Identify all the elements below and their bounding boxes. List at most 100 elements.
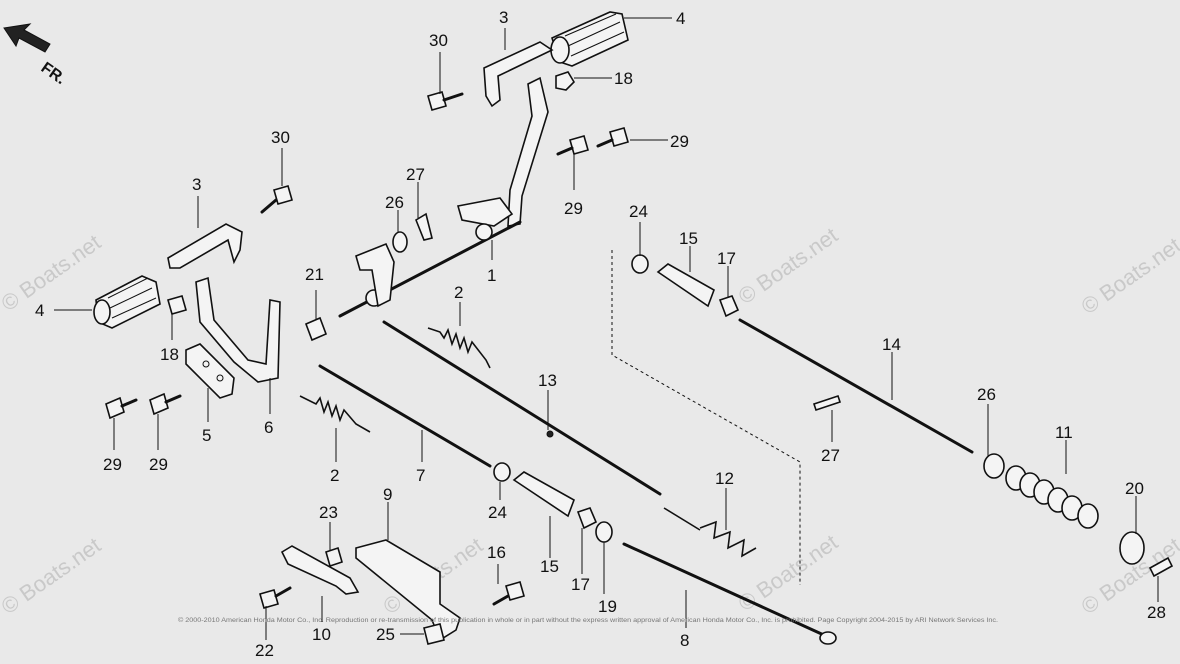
callout-8: 8 (680, 631, 689, 650)
bolt-25 (423, 623, 445, 645)
pin-27-right (812, 394, 842, 412)
callout-30-top: 30 (429, 31, 448, 50)
nut-18-top (555, 71, 576, 91)
callout-29-top: 29 (564, 199, 583, 218)
seal-20 (1119, 531, 1145, 565)
nut-18-left (167, 295, 187, 315)
watermark-bottom-mid: © Boats.net (734, 529, 843, 616)
callout-26-left: 26 (385, 193, 404, 212)
front-direction-label: FR. (38, 59, 69, 88)
bushing-21 (304, 316, 328, 342)
watermark-center: © Boats.net (734, 222, 843, 309)
rod-13 (382, 320, 662, 496)
callout-19: 19 (598, 597, 617, 616)
collar-24-lower (493, 462, 511, 482)
leader-lines (54, 17, 1159, 640)
callout-22: 22 (255, 641, 274, 660)
pedal-rubber-top (550, 11, 629, 67)
rod-8 (622, 542, 828, 638)
callout-27-right: 27 (821, 446, 840, 465)
callout-3-left: 3 (192, 175, 201, 194)
bolt-29-left-b (149, 392, 182, 416)
bolt-30-left (260, 185, 293, 214)
callout-29-left-b: 29 (149, 455, 168, 474)
pin-28 (1148, 556, 1174, 578)
bolt-30-top (427, 91, 464, 111)
callout-16: 16 (487, 543, 506, 562)
callout-23: 23 (319, 503, 338, 522)
pedal-bracket-base (456, 197, 514, 227)
nut-17-lower (576, 507, 598, 530)
rod-14 (738, 318, 974, 454)
washer-26 (392, 231, 408, 253)
callout-17-upper: 17 (717, 249, 736, 268)
callout-15-lower: 15 (540, 557, 559, 576)
callout-2-lower: 2 (330, 466, 339, 485)
spring-2-lower (299, 395, 371, 433)
callout-10: 10 (312, 625, 331, 644)
washer-26-right (983, 453, 1005, 479)
callout-12: 12 (715, 469, 734, 488)
pedal-bracket-arm (507, 76, 549, 227)
callout-6: 6 (264, 418, 273, 437)
callout-18-top: 18 (614, 69, 633, 88)
watermark-bottom-left: © Boats.net (0, 532, 105, 619)
nut-17-upper (718, 295, 740, 318)
tube-15-lower (512, 471, 575, 518)
callout-18-left: 18 (160, 345, 179, 364)
watermarks: © Boats.net © Boats.net © Boats.net © Bo… (0, 222, 1180, 619)
spring-2-upper (427, 327, 491, 369)
spring-12 (663, 507, 757, 558)
tube-15-upper (656, 263, 715, 308)
callout-30-left: 30 (271, 128, 290, 147)
callout-3-top: 3 (499, 8, 508, 27)
plate-10 (280, 545, 360, 595)
bolt-22 (259, 586, 292, 609)
watermark-left: © Boats.net (0, 229, 105, 316)
callout-labels: 3 4 30 18 29 29 30 3 4 18 29 29 5 6 21 2… (35, 8, 1166, 660)
callout-24-lower: 24 (488, 503, 507, 522)
callout-21: 21 (305, 265, 324, 284)
nut-23 (325, 546, 343, 568)
spring-11 (1005, 465, 1099, 529)
pedal-bracket-left (195, 276, 281, 383)
pedal-arm-left (167, 223, 243, 269)
callout-4-top: 4 (676, 9, 685, 28)
bracket-9 (355, 539, 461, 642)
washer-19 (595, 521, 613, 543)
callout-24-upper: 24 (629, 202, 648, 221)
callout-26-right: 26 (977, 385, 996, 404)
shaft-bracket (355, 242, 395, 308)
callout-5: 5 (202, 426, 211, 445)
callout-4-left: 4 (35, 301, 44, 320)
callout-28: 28 (1147, 603, 1166, 622)
rod-7 (318, 364, 492, 468)
pedal-rubber-left (93, 275, 161, 329)
callout-11: 11 (1055, 423, 1073, 442)
callout-14: 14 (882, 335, 901, 354)
callout-27-left: 27 (406, 165, 425, 184)
bolt-29-left-a (105, 396, 138, 420)
front-direction-arrow: FR. (3, 23, 69, 88)
callout-17-lower: 17 (571, 575, 590, 594)
collar-24-upper (631, 254, 649, 274)
copyright-notice: © 2000-2010 American Honda Motor Co., In… (178, 616, 998, 624)
watermark-right: © Boats.net (1077, 232, 1180, 319)
callout-13: 13 (538, 371, 557, 390)
callout-15-upper: 15 (679, 229, 698, 248)
callout-20: 20 (1125, 479, 1144, 498)
callout-25: 25 (376, 625, 395, 644)
bolt-29-top-b (596, 127, 629, 148)
plate-5 (185, 343, 235, 399)
bolt-16 (492, 581, 525, 606)
callout-2-upper: 2 (454, 283, 463, 302)
callout-9: 9 (383, 485, 392, 504)
callout-1: 1 (487, 266, 496, 285)
bolt-29-top-a (556, 135, 589, 156)
callout-7: 7 (416, 466, 425, 485)
callout-29-top-right: 29 (670, 132, 689, 151)
callout-29-left-a: 29 (103, 455, 122, 474)
pedal-arm-top (483, 41, 554, 108)
